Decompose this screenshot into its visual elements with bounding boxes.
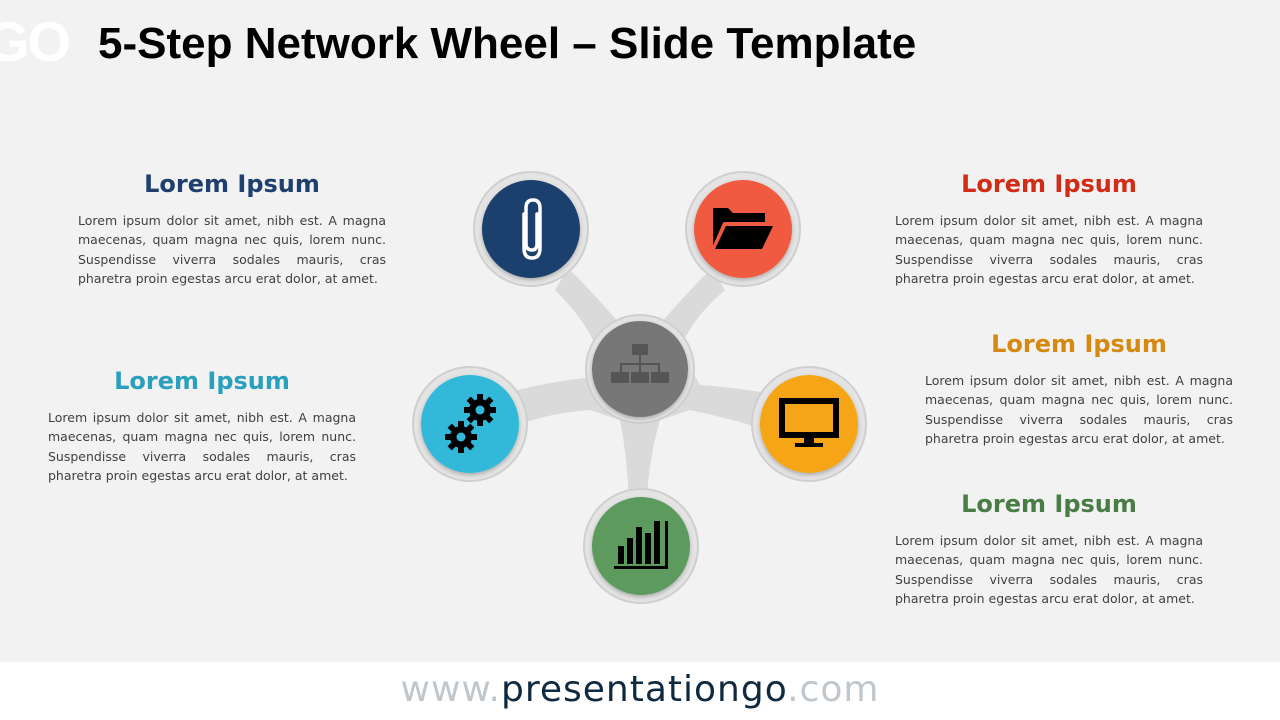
node-monitor xyxy=(760,375,858,473)
block-body: Lorem ipsum dolor sit amet, nibh est. A … xyxy=(895,212,1203,287)
block-heading: Lorem Ipsum xyxy=(991,330,1167,358)
footer-url-prefix: www. xyxy=(400,669,501,710)
block-heading: Lorem Ipsum xyxy=(114,367,290,395)
footer-url-suffix: .com xyxy=(787,669,880,710)
logo: GO xyxy=(0,10,71,73)
block-body: Lorem ipsum dolor sit amet, nibh est. A … xyxy=(78,212,386,287)
node-bar-chart xyxy=(592,497,690,595)
center-node xyxy=(592,321,688,417)
block-heading: Lorem Ipsum xyxy=(961,170,1137,198)
block-heading: Lorem Ipsum xyxy=(144,170,320,198)
text-block-top-right: Lorem Ipsum Lorem ipsum dolor sit amet, … xyxy=(895,170,1203,288)
node-gears xyxy=(421,375,519,473)
block-body: Lorem ipsum dolor sit amet, nibh est. A … xyxy=(48,409,356,484)
paperclip-icon xyxy=(522,198,542,260)
folder-icon xyxy=(712,208,773,249)
org-chart-icon xyxy=(611,344,669,383)
footer: www.presentationgo.com xyxy=(0,662,1280,720)
text-block-top-left: Lorem Ipsum Lorem ipsum dolor sit amet, … xyxy=(78,170,386,288)
network-wheel xyxy=(412,171,867,604)
text-block-mid-right: Lorem Ipsum Lorem ipsum dolor sit amet, … xyxy=(925,330,1233,448)
node-folder xyxy=(694,180,792,278)
block-body: Lorem ipsum dolor sit amet, nibh est. A … xyxy=(895,532,1203,607)
block-body: Lorem ipsum dolor sit amet, nibh est. A … xyxy=(925,372,1233,447)
monitor-icon xyxy=(779,398,839,447)
bar-chart-icon xyxy=(614,521,668,569)
block-heading: Lorem Ipsum xyxy=(961,490,1137,518)
node-paperclip xyxy=(482,180,580,278)
footer-url-brand: presentationgo xyxy=(501,669,788,710)
footer-url[interactable]: www.presentationgo.com xyxy=(401,669,880,710)
page-title: 5-Step Network Wheel – Slide Template xyxy=(98,19,917,68)
text-block-bottom-right: Lorem Ipsum Lorem ipsum dolor sit amet, … xyxy=(895,490,1203,608)
gears-icon xyxy=(445,394,496,453)
text-block-mid-left: Lorem Ipsum Lorem ipsum dolor sit amet, … xyxy=(48,367,356,485)
